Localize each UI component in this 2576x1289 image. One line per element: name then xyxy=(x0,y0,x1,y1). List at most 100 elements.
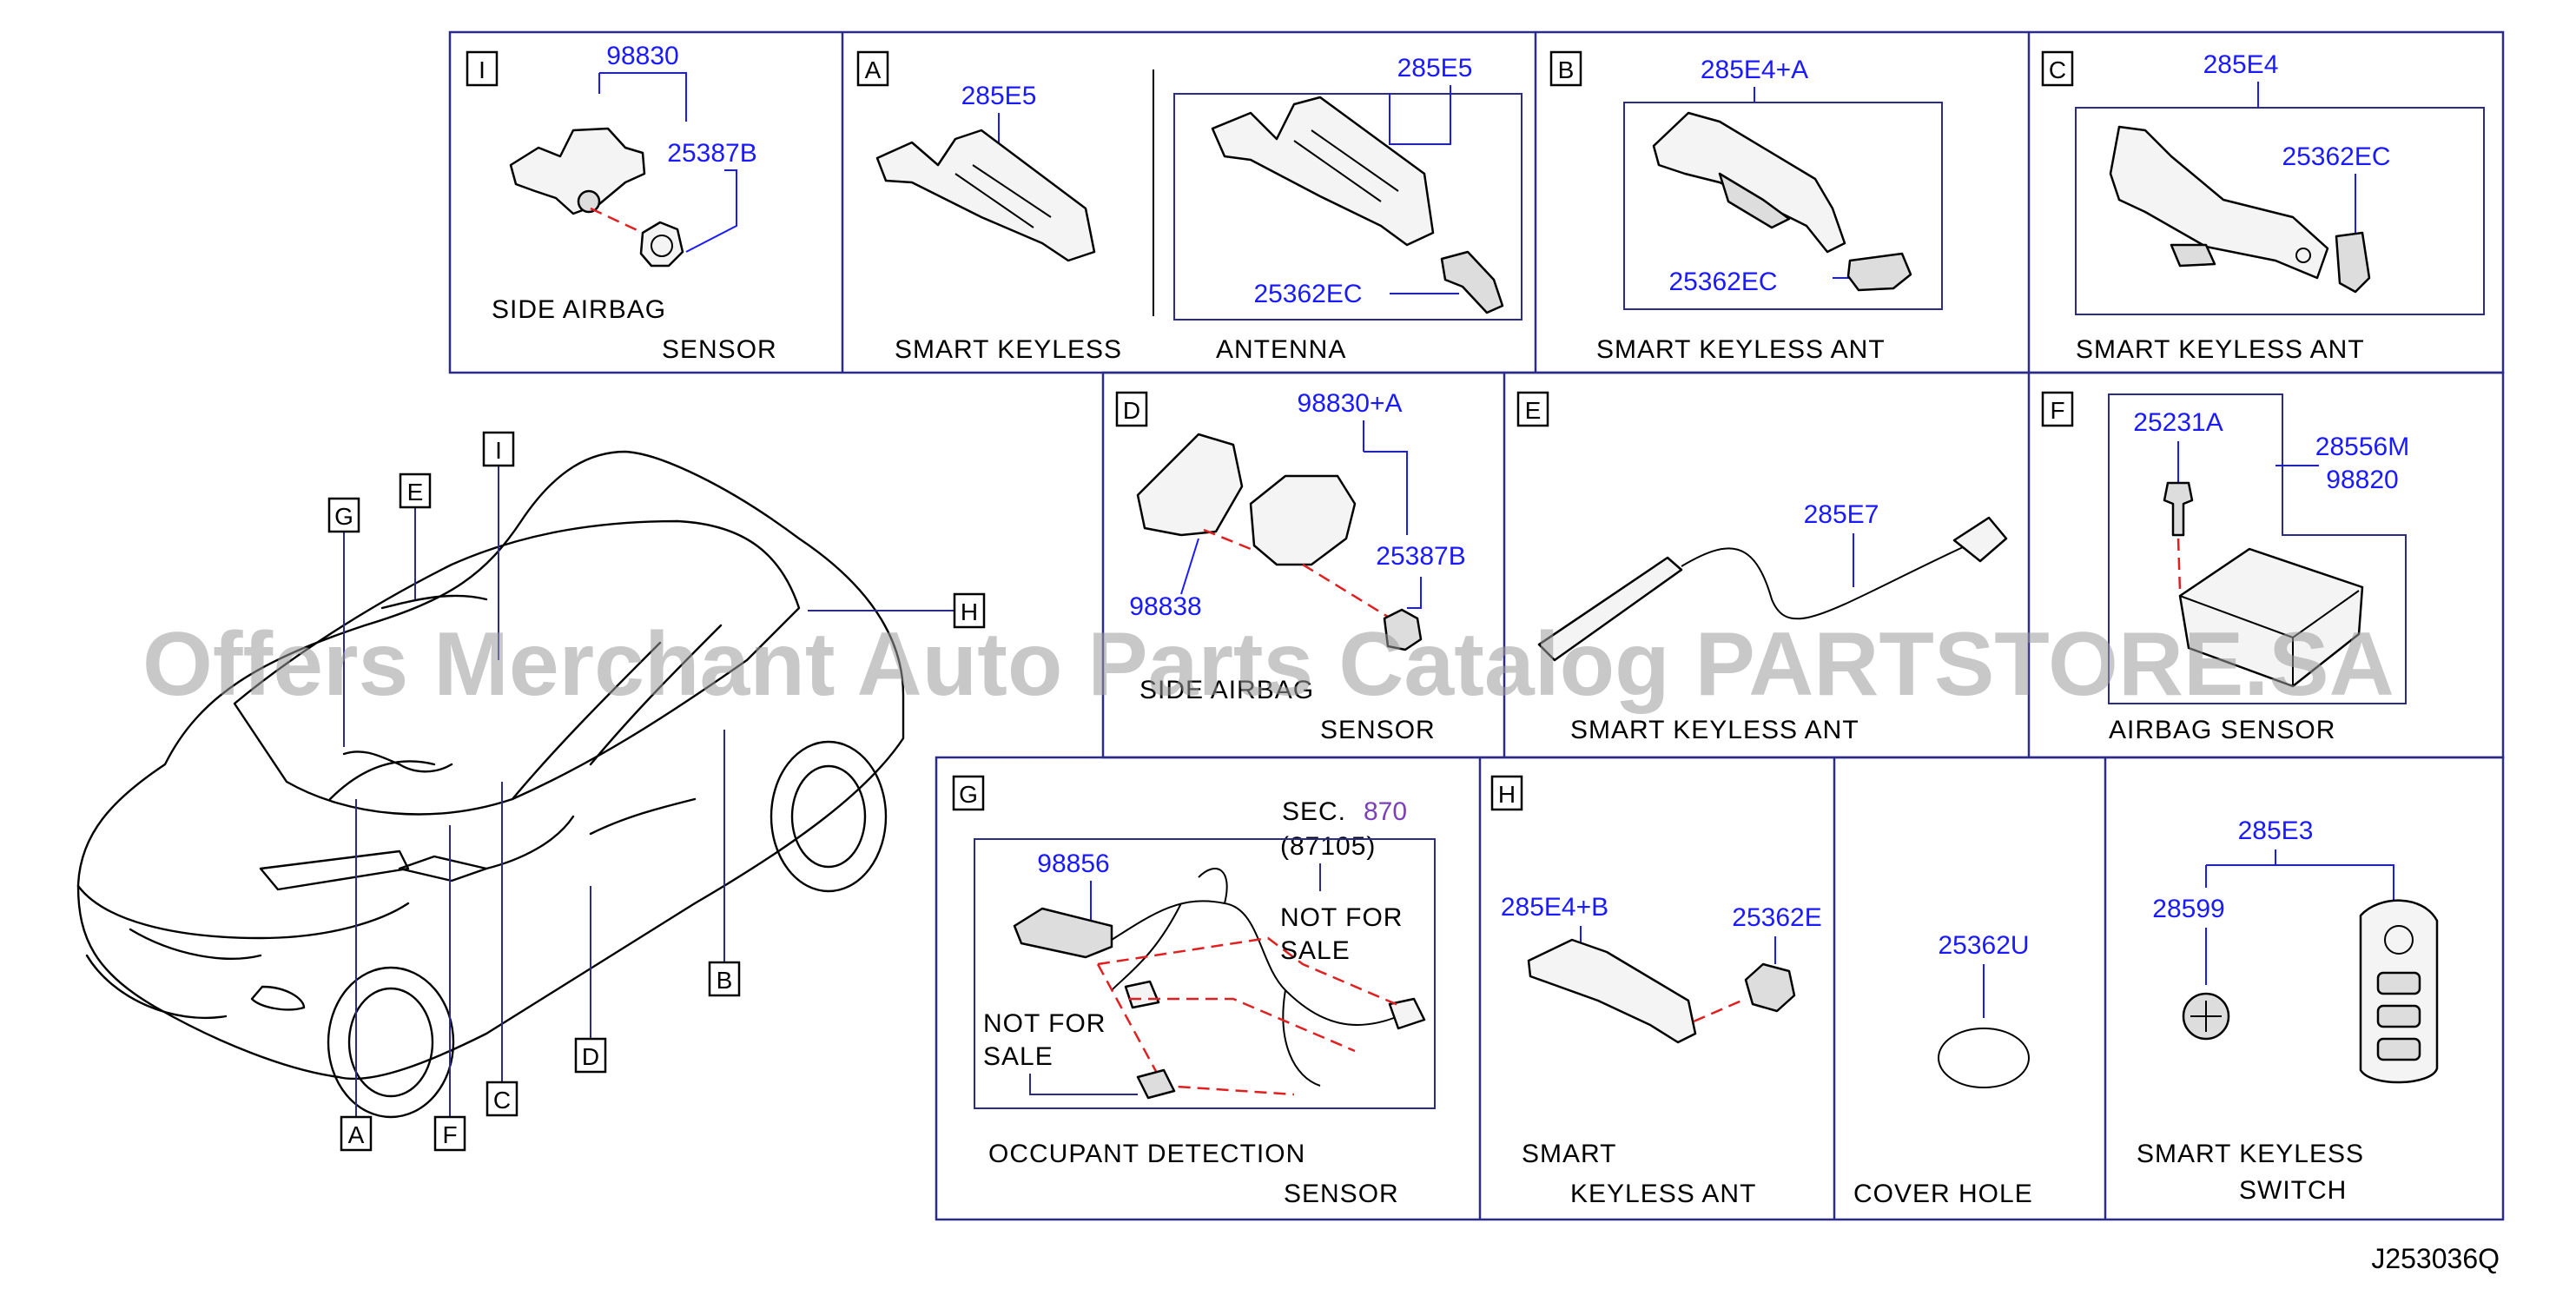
part-number-25387b[interactable]: 25387B xyxy=(1376,542,1465,571)
callout-label[interactable]: I xyxy=(495,437,502,464)
cover-hole-drawing xyxy=(1938,1028,2030,1088)
callout-label[interactable]: A xyxy=(348,1121,365,1148)
panel-letter: B xyxy=(1558,56,1575,83)
part-number-285e4[interactable]: 285E4 xyxy=(2203,50,2279,79)
part-number-285e7[interactable]: 285E7 xyxy=(1804,500,1879,529)
ant-body-drawing xyxy=(1527,938,1697,1044)
panel-c-smart-keyless-ant: C 285E4 25362EC SMART KEYLESS ANT xyxy=(2041,50,2485,364)
part-number-98838[interactable]: 98838 xyxy=(1129,592,1201,621)
part-number-98830[interactable]: 98830 xyxy=(606,42,678,70)
panel-letter-box xyxy=(1490,775,1523,811)
part-number-25362ec[interactable]: 25362EC xyxy=(1253,280,1362,308)
panel-letter: F xyxy=(2050,397,2064,424)
part-number-98856[interactable]: 98856 xyxy=(1037,849,1109,878)
grommet-drawing xyxy=(1383,608,1423,651)
side-airbag-sensor-drawing xyxy=(509,127,646,215)
panel-letter: H xyxy=(1498,781,1516,808)
part-number-25362ec[interactable]: 25362EC xyxy=(2282,142,2390,171)
panel-letter: C xyxy=(2049,56,2066,83)
panel-h-smart-keyless-ant: H 285E4+B 25362E SMART KEYLESS ANT xyxy=(1490,775,1822,1208)
occupant-sensor-module-drawing xyxy=(1013,907,1113,959)
panel-letter-box xyxy=(952,775,985,811)
clip-drawing xyxy=(2335,231,2371,294)
panel-letter: A xyxy=(865,56,882,83)
part-number-28599[interactable]: 28599 xyxy=(2152,895,2224,923)
antenna-clip-drawing xyxy=(1440,250,1504,314)
sensor-bracket-drawing xyxy=(1136,433,1244,537)
grommet-drawing xyxy=(639,221,684,268)
callout-label[interactable]: D xyxy=(582,1043,599,1070)
panel-g-occupant-detection-sensor: G SEC. 870 (87105) 98856 NOT FOR SALE NO… xyxy=(952,775,1436,1208)
clip-drawing xyxy=(1846,252,1912,292)
callout-label[interactable]: G xyxy=(334,503,353,530)
part-number-98830-a[interactable]: 98830+A xyxy=(1298,389,1403,418)
part-number-285e5[interactable]: 285E5 xyxy=(961,82,1037,110)
panel-smart-keyless-switch: 285E3 28599 SMART KEYLESS SWITCH xyxy=(2137,816,2439,1205)
part-number-285e5-alt[interactable]: 285E5 xyxy=(1397,54,1473,83)
panel-caption-line-1: OCCUPANT DETECTION xyxy=(988,1140,1305,1168)
section-prefix: SEC. xyxy=(1282,797,1346,826)
panel-caption-line-1: SIDE AIRBAG xyxy=(1139,676,1314,704)
panel-caption-line-1: SMART KEYLESS xyxy=(2137,1140,2364,1168)
connector-drawing xyxy=(1952,516,2008,563)
panel-letter: I xyxy=(479,56,485,83)
panel-caption: SMART KEYLESS ANT xyxy=(1570,716,1859,744)
panel-caption-line-2: KEYLESS ANT xyxy=(1570,1180,1756,1208)
panel-caption-line-1: SMART xyxy=(1522,1140,1616,1168)
diagram-number: J253036Q xyxy=(2371,1243,2500,1274)
occupant-harness-drawing xyxy=(1111,868,1399,1087)
panel-e-smart-keyless-ant: E 285E7 SMART KEYLESS ANT xyxy=(1516,391,2008,744)
part-number-285e4-b[interactable]: 285E4+B xyxy=(1501,893,1608,922)
ant-body-drawing xyxy=(1537,556,1683,662)
grommet-drawing xyxy=(1744,962,1796,1013)
panel-caption-line-2: SENSOR xyxy=(662,335,777,364)
part-number-25387b[interactable]: 25387B xyxy=(667,139,756,168)
not-for-sale-label: SALE xyxy=(983,1042,1054,1071)
part-number-285e4-a[interactable]: 285E4+A xyxy=(1701,56,1808,84)
part-number-285e3[interactable]: 285E3 xyxy=(2238,816,2314,845)
section-subnumber: (87105) xyxy=(1280,832,1376,861)
not-for-sale-label: SALE xyxy=(1280,936,1351,965)
panel-caption: COVER HOLE xyxy=(1853,1180,2033,1208)
part-number-25362e[interactable]: 25362E xyxy=(1732,903,1821,932)
part-number-25362ec[interactable]: 25362EC xyxy=(1668,268,1777,296)
callout-label[interactable]: C xyxy=(493,1087,511,1114)
not-for-sale-label: NOT FOR xyxy=(983,1009,1106,1038)
vehicle-callouts: G E I H A F C D B xyxy=(327,431,986,1152)
panel-letter: D xyxy=(1123,397,1140,424)
not-for-sale-label: NOT FOR xyxy=(1280,903,1403,932)
panel-frames xyxy=(448,30,2505,1221)
panel-letter-box xyxy=(2041,391,2074,427)
vehicle-illustration xyxy=(76,450,905,1119)
panel-d-side-airbag-sensor: D 98830+A 25387B 98838 SIDE AIRBAG SENSO… xyxy=(1115,389,1466,744)
panel-b-smart-keyless-ant: B 285E4+A 25362EC SMART KEYLESS ANT xyxy=(1549,50,1943,364)
panel-letter-box xyxy=(466,50,499,87)
ant-body-drawing xyxy=(2109,125,2329,280)
harness-drawing xyxy=(342,750,453,773)
callout-label[interactable]: F xyxy=(442,1121,457,1148)
part-number-25362u[interactable]: 25362U xyxy=(1938,931,2029,960)
bolt-drawing xyxy=(2163,481,2194,537)
panel-caption-line-1: SIDE AIRBAG xyxy=(492,295,666,324)
panel-letter-box xyxy=(1549,50,1582,87)
panel-letter-box xyxy=(2041,50,2074,87)
section-number[interactable]: 870 xyxy=(1364,797,1407,826)
panel-i-side-airbag-sensor: I 98830 25387B SIDE AIRBAG SENSOR xyxy=(466,42,777,364)
sensor-body-drawing xyxy=(1249,474,1357,566)
part-number-28556m[interactable]: 28556M xyxy=(2315,433,2409,461)
callout-label[interactable]: B xyxy=(717,967,733,994)
callout-label[interactable]: H xyxy=(961,598,978,625)
panel-caption: AIRBAG SENSOR xyxy=(2109,716,2335,744)
panel-caption-line-2: SWITCH xyxy=(2239,1176,2347,1205)
panel-caption-line-1: SMART KEYLESS xyxy=(895,335,1122,364)
airbag-control-unit-drawing xyxy=(2178,547,2364,688)
part-number-25231a[interactable]: 25231A xyxy=(2133,408,2223,437)
panel-caption-line-2: SENSOR xyxy=(1284,1180,1399,1208)
panel-letter-box xyxy=(1516,391,1549,427)
part-number-98820[interactable]: 98820 xyxy=(2326,466,2398,494)
callout-label[interactable]: E xyxy=(407,479,424,506)
panel-letter: E xyxy=(1525,397,1542,424)
not-for-sale-path xyxy=(1096,936,1401,1096)
panel-letter: G xyxy=(959,781,978,808)
